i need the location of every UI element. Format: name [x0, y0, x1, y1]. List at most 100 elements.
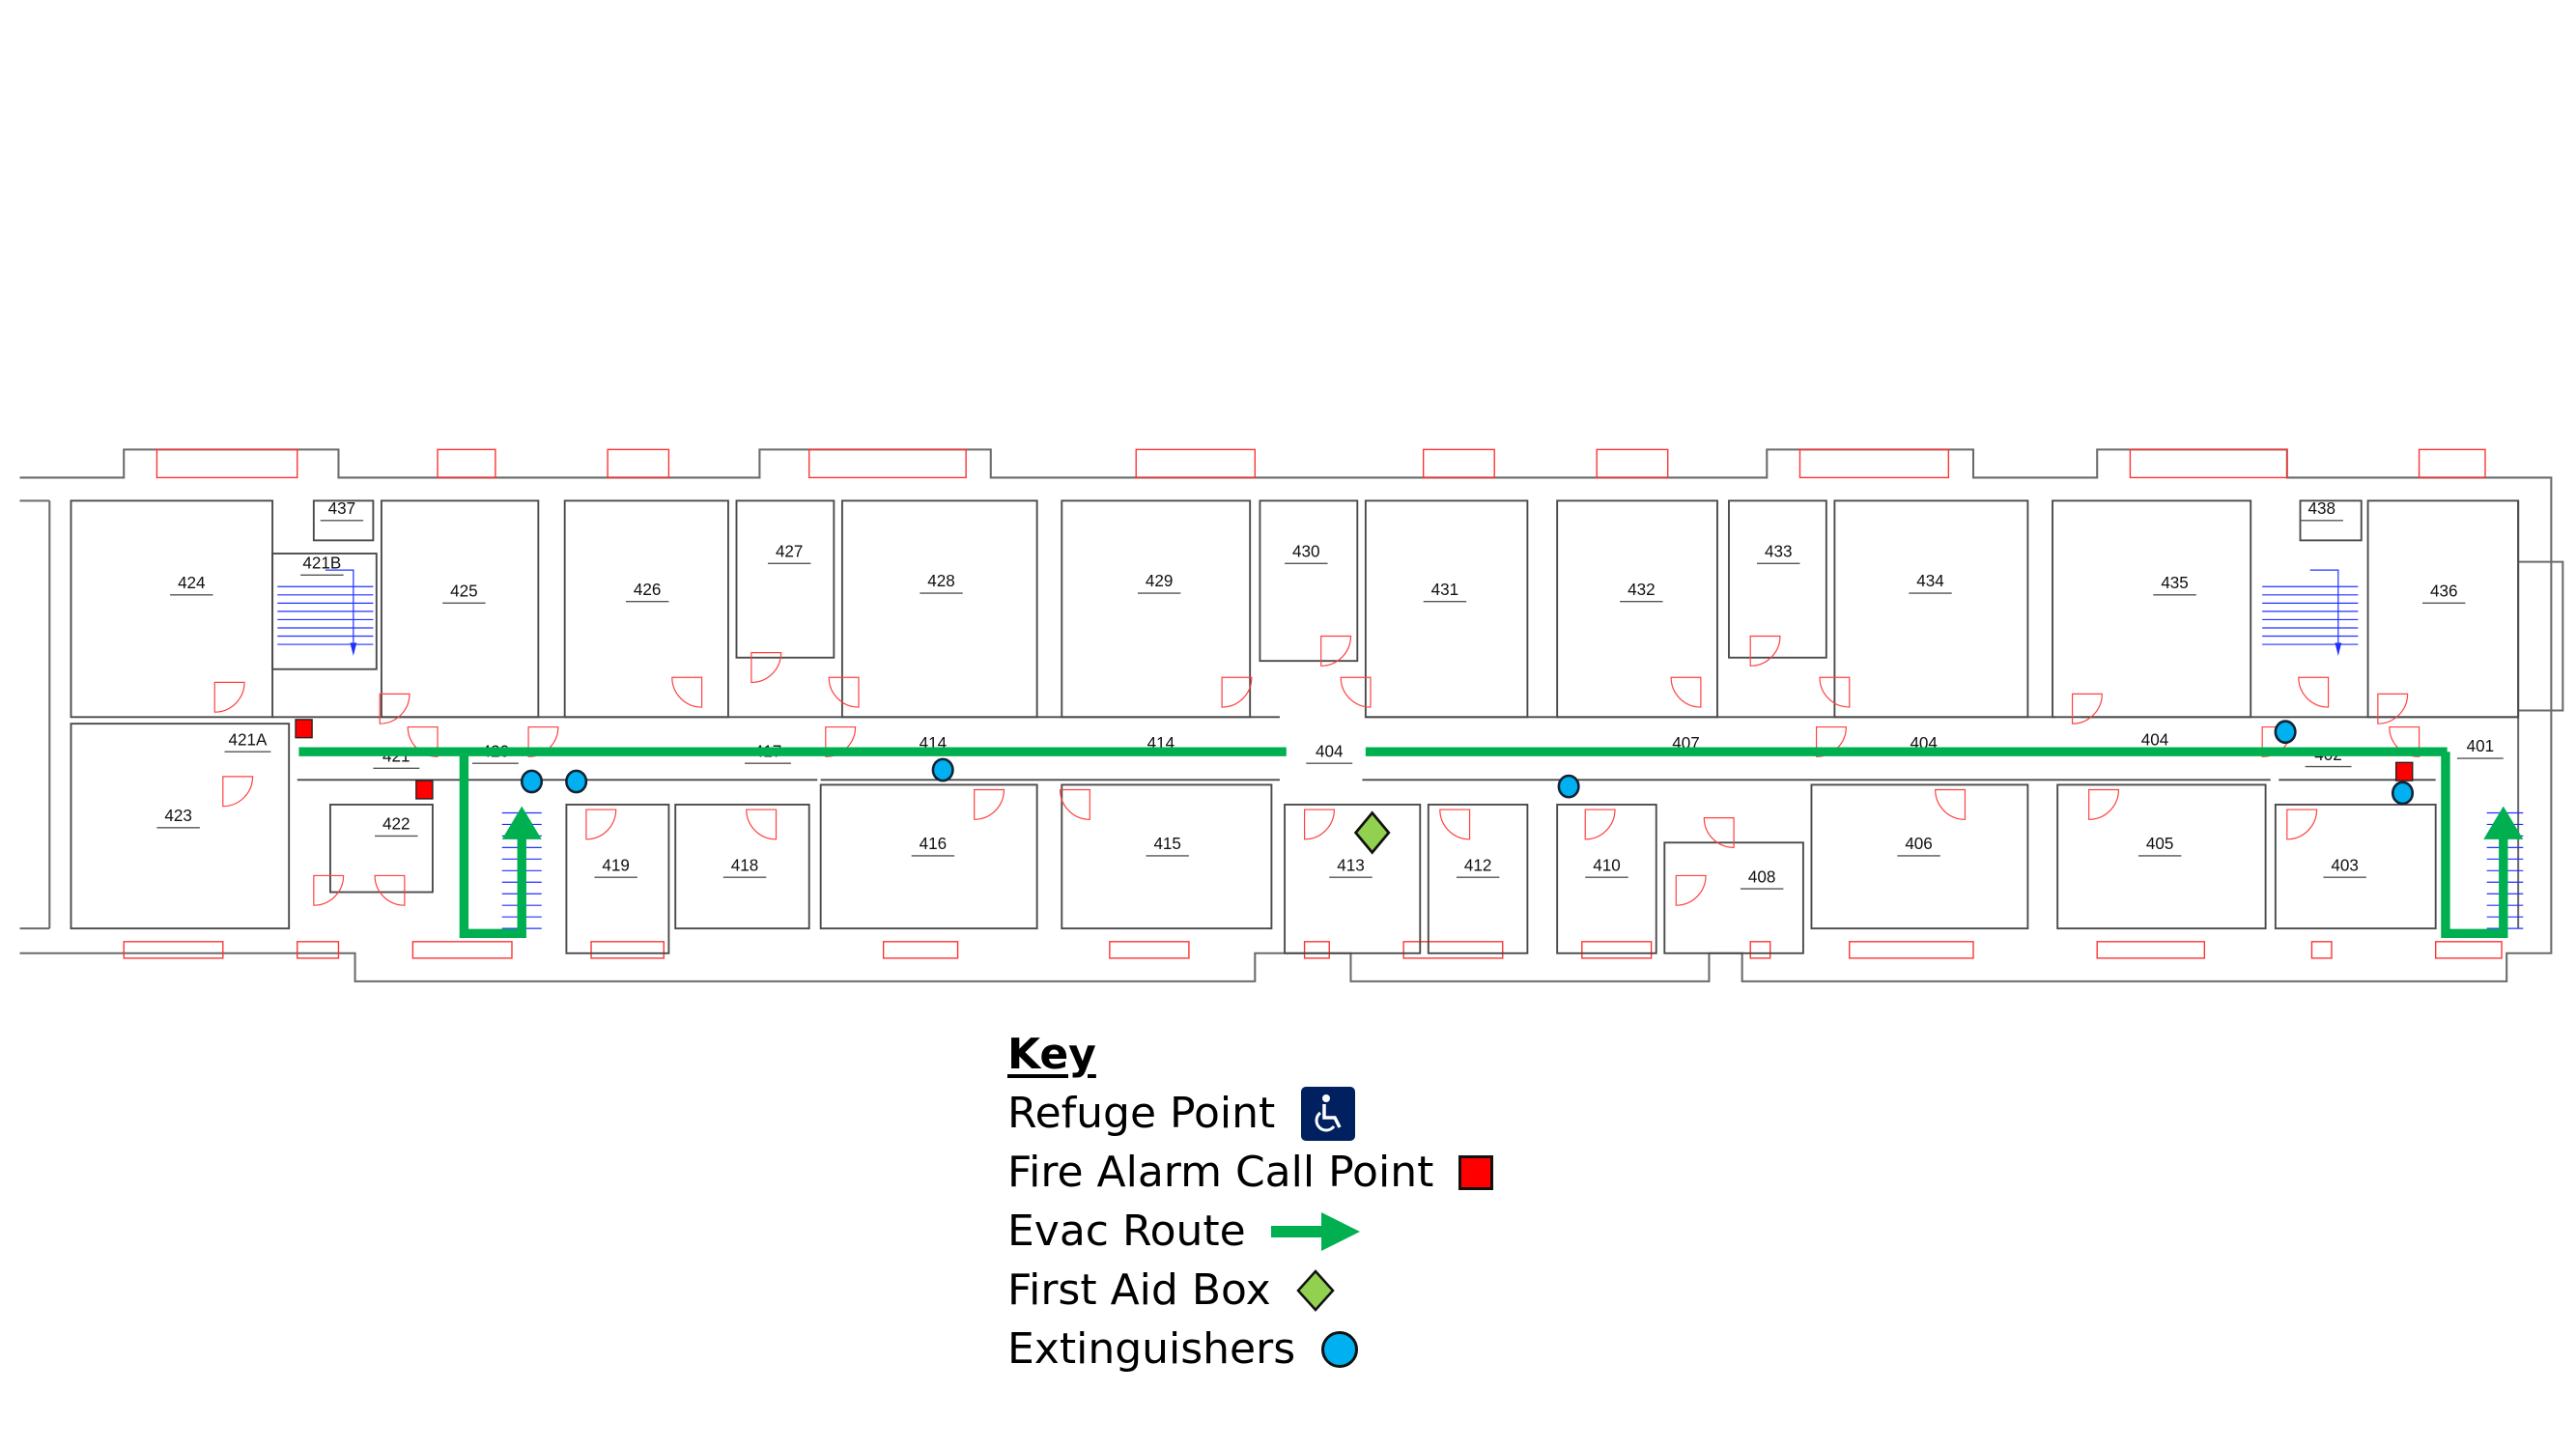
door-swing [750, 652, 782, 684]
legend-label: Fire Alarm Call Point [1007, 1148, 1434, 1197]
extinguisher-icon [931, 757, 954, 782]
legend-item-refuge-point: Refuge Point [1007, 1084, 1493, 1143]
door-swing [1221, 676, 1253, 708]
room-wall [328, 803, 434, 894]
legend-item-fire-alarm-call-point: Fire Alarm Call Point [1007, 1143, 1494, 1202]
legend: Key Refuge Point Fire Alarm Call Point E… [1007, 1026, 1494, 1378]
stair-direction-line [2309, 569, 2339, 650]
window-bottom [297, 941, 340, 959]
room-wall [2366, 499, 2520, 719]
extinguisher-icon [565, 769, 588, 794]
room-wall [735, 499, 835, 659]
door-swing [1439, 809, 1471, 840]
evac-route-west-stair [459, 752, 526, 938]
room-wall [1427, 803, 1529, 954]
room-435: 435 [2052, 499, 2252, 719]
first-aid-box-icon [1353, 810, 1391, 855]
room-428: 428 [840, 499, 1038, 719]
room-422: 422 [328, 803, 434, 894]
room-label: 408 [1748, 867, 1776, 886]
door-swing [1303, 809, 1335, 840]
extinguisher-icon [2391, 781, 2415, 806]
room-419: 419 [565, 803, 670, 954]
room-wall [1833, 499, 2029, 719]
room-wall [1364, 499, 1529, 719]
building-outline [19, 448, 2564, 982]
window-bottom [123, 941, 224, 959]
window-top [607, 448, 670, 479]
room-433: 433 [1728, 499, 1827, 659]
window-top [437, 448, 496, 479]
window-top [1596, 448, 1669, 479]
door-swing [2298, 676, 2330, 708]
windows [123, 448, 2503, 959]
legend-item-first-aid-box: First Aid Box [1007, 1261, 1493, 1320]
window-bottom [1109, 941, 1190, 959]
extinguisher-icon [520, 769, 544, 794]
door-swing [2377, 693, 2409, 724]
room-wall [1810, 783, 2029, 930]
room-label: 429 [1146, 572, 1174, 590]
room-label: 427 [776, 542, 804, 560]
room-label: 405 [2146, 835, 2174, 853]
corridor-label: 401 [2467, 737, 2495, 755]
room-label: 421B [302, 554, 341, 572]
door-swing [828, 676, 860, 708]
green-arrow-icon [1270, 1211, 1360, 1251]
room-label: 410 [1593, 856, 1621, 874]
window-bottom [1402, 941, 1504, 959]
window-bottom [411, 941, 513, 959]
room-label: 423 [164, 807, 192, 825]
room-wall [70, 723, 291, 930]
room-label: 431 [1431, 581, 1459, 599]
door-swing [1935, 788, 1967, 820]
legend-item-extinguishers: Extinguishers [1007, 1320, 1493, 1378]
room-label: 428 [927, 572, 955, 590]
room-426: 426 [563, 499, 729, 719]
window-top [1135, 448, 1256, 479]
fire-alarm-call-point-icon [295, 719, 313, 739]
room-wall [819, 783, 1038, 930]
door-swing [1670, 676, 1702, 708]
room-423: 423 [70, 723, 291, 930]
door-swing [379, 693, 410, 724]
room-415: 415 [1061, 783, 1273, 930]
room-wall [674, 803, 810, 930]
door-swing [2088, 788, 2120, 820]
window-top [2418, 448, 2486, 479]
window-bottom [1581, 941, 1653, 959]
room-label: 415 [1153, 835, 1181, 853]
room-438: 438 [2299, 499, 2363, 542]
room-label: 406 [1905, 835, 1933, 853]
extinguisher-icon [1557, 774, 1580, 799]
room-wall [70, 499, 274, 719]
room-label: 422 [382, 815, 410, 834]
room-label: 424 [178, 574, 206, 592]
doors [213, 635, 2420, 906]
stair-down-arrow-icon [350, 642, 357, 657]
door-swing [213, 681, 245, 713]
window-bottom [2310, 941, 2333, 959]
room-410: 410 [1556, 803, 1657, 954]
room-wall [312, 499, 375, 542]
room-wall [1259, 499, 1359, 663]
room-label: 430 [1292, 542, 1320, 560]
evac-route-east-stair [2441, 752, 2508, 938]
red-square-icon [1458, 1154, 1494, 1190]
room-413: 413 [1284, 803, 1422, 954]
legend-label: Evac Route [1007, 1207, 1246, 1256]
door-swing [1819, 676, 1851, 708]
door-swing [1340, 676, 1372, 708]
room-label: 416 [920, 835, 948, 853]
room-412: 412 [1427, 803, 1529, 954]
room-label: 436 [2430, 582, 2458, 601]
legend-label: Extinguishers [1007, 1324, 1296, 1374]
room-wall [2056, 783, 2267, 930]
fire-alarm-call-point-icon [2394, 761, 2414, 781]
room-wall [2274, 803, 2437, 930]
room-wall [2052, 499, 2252, 719]
evac-arrow-west-icon [501, 806, 542, 839]
window-bottom [1749, 941, 1771, 959]
window-top [156, 448, 298, 479]
